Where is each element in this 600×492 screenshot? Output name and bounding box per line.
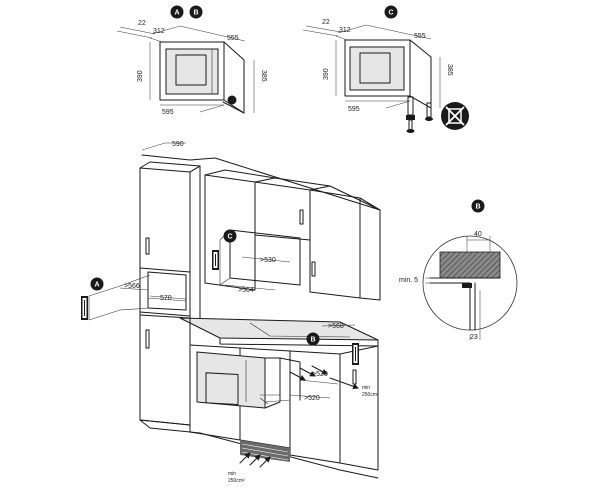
kitchen-assembly: 590: [81, 141, 381, 484]
detail-b: B 40 min. 5 23: [399, 199, 518, 341]
dim-min5: min. 5: [399, 277, 418, 284]
dim-595-c: 595: [348, 106, 360, 113]
svg-text:C: C: [227, 234, 232, 241]
base-cabinets: [139, 314, 379, 479]
dim-390-c: 390: [323, 68, 330, 80]
wall-cabinets: [204, 169, 381, 301]
badge-c: C: [384, 5, 398, 19]
dim-390-ab: 390: [137, 70, 144, 82]
bracket-icon-a: [81, 296, 88, 320]
badge-b: B: [189, 5, 203, 19]
tall-cabinet: [139, 161, 201, 426]
vent-bottom-l1: min: [228, 471, 236, 477]
dim-22-c: 22: [322, 19, 330, 26]
dim-40: 40: [474, 231, 482, 238]
installed-oven-b: [196, 351, 301, 409]
dim-385-ab: 385: [260, 70, 267, 82]
view-c: C 22 312 555 390 385: [302, 5, 469, 133]
svg-text:B: B: [475, 204, 480, 211]
badge-b-kitchen: B: [306, 332, 320, 346]
vent-bottom-l2: 250cm²: [228, 478, 245, 484]
mounting-foot-icon: [406, 96, 433, 133]
dim-23: 23: [470, 334, 478, 341]
dim-312-c: 312: [339, 27, 351, 34]
dim-595-ab: 595: [162, 109, 174, 116]
dim-520b: >520: [304, 395, 320, 402]
badge-c-kitchen: C: [223, 229, 237, 243]
dim-385-c: 385: [446, 64, 453, 76]
badge-a-kitchen: A: [90, 277, 104, 291]
dim-555-c: 555: [414, 33, 426, 40]
dim-530-c: >530: [260, 257, 276, 264]
dim-568-b: >568: [328, 323, 344, 330]
oven-window-ab: [175, 54, 207, 86]
dim-570: 570: [160, 295, 172, 302]
knob-ab: [227, 95, 237, 105]
badge-b-detail: B: [471, 199, 485, 213]
dim-564: >564: [238, 287, 254, 294]
svg-text:B: B: [310, 337, 315, 344]
view-ab: A B 22 312 555 390 385 595: [116, 5, 267, 116]
vent-right-l2: 250cm²: [362, 392, 379, 398]
vent-right-l1: min: [362, 385, 370, 391]
dim-555-ab: 555: [227, 35, 239, 42]
bracket-icon-c: [212, 250, 219, 270]
dim-590: 590: [172, 141, 184, 148]
svg-text:A: A: [174, 10, 179, 17]
worktop: [180, 318, 378, 340]
bracket-icon-b: [352, 343, 359, 365]
dim-566-a: >566: [124, 283, 140, 290]
svg-text:C: C: [388, 10, 393, 17]
oven-window-c: [359, 52, 391, 84]
badge-a: A: [170, 5, 184, 19]
dim-520: >520: [312, 371, 328, 378]
airflow-arrow-icon: [239, 365, 359, 468]
svg-text:A: A: [94, 282, 99, 289]
svg-text:B: B: [193, 10, 198, 17]
no-disposal-icon: [441, 102, 469, 130]
dim-312-ab: 312: [153, 28, 165, 35]
dim-22-ab: 22: [138, 20, 146, 27]
